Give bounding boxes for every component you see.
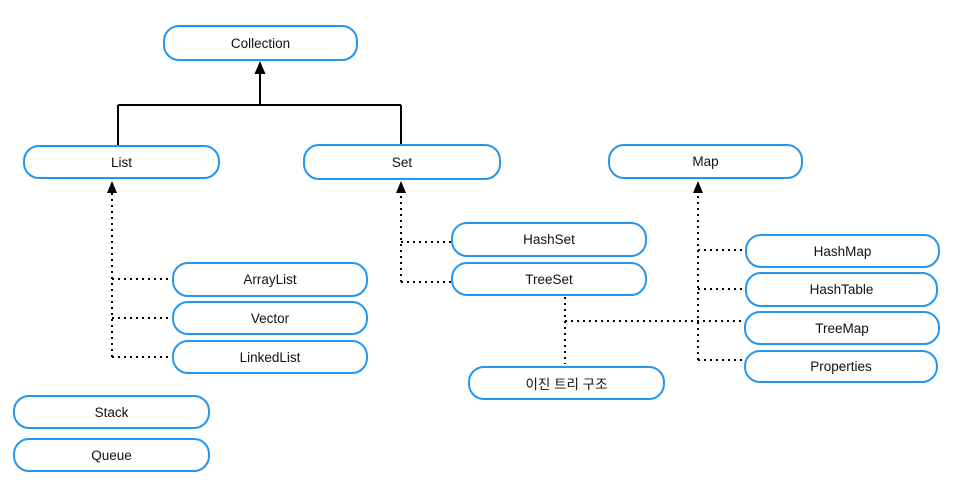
arrow-up-icon xyxy=(254,61,266,74)
node-arraylist[interactable]: ArrayList xyxy=(172,262,368,297)
edge-list-implementations xyxy=(107,181,172,358)
node-properties-label: Properties xyxy=(810,359,872,374)
node-linkedlist[interactable]: LinkedList xyxy=(172,340,368,374)
node-binary-tree-structure[interactable]: 이진 트리 구조 xyxy=(468,366,665,400)
node-hashmap-label: HashMap xyxy=(813,243,872,259)
node-vector[interactable]: Vector xyxy=(172,301,368,335)
node-linkedlist-label: LinkedList xyxy=(239,349,301,365)
node-hashtable[interactable]: HashTable xyxy=(745,272,938,307)
node-set[interactable]: Set xyxy=(303,144,501,180)
node-treemap-label: TreeMap xyxy=(815,320,869,336)
node-queue[interactable]: Queue xyxy=(13,438,210,472)
node-hashtable-label: HashTable xyxy=(809,282,874,297)
node-arraylist-label: ArrayList xyxy=(243,272,297,287)
node-stack-label: Stack xyxy=(94,404,129,420)
node-treemap[interactable]: TreeMap xyxy=(744,311,940,345)
edge-set-implementations xyxy=(396,181,451,283)
node-list[interactable]: List xyxy=(23,145,220,179)
node-map-label: Map xyxy=(692,154,719,169)
node-binary-tree-structure-label: 이진 트리 구조 xyxy=(525,377,608,392)
arrow-up-icon xyxy=(693,181,703,193)
node-vector-label: Vector xyxy=(250,310,290,326)
node-queue-label: Queue xyxy=(91,447,132,463)
node-map[interactable]: Map xyxy=(608,144,803,179)
node-properties[interactable]: Properties xyxy=(744,350,938,383)
node-hashmap[interactable]: HashMap xyxy=(745,234,940,268)
node-treeset-label: TreeSet xyxy=(525,271,573,287)
node-set-label: Set xyxy=(391,154,413,170)
node-collection[interactable]: Collection xyxy=(163,25,358,61)
node-stack[interactable]: Stack xyxy=(13,395,210,429)
edge-collection-children xyxy=(117,61,402,145)
arrow-up-icon xyxy=(396,181,406,193)
node-list-label: List xyxy=(110,154,132,170)
arrow-up-icon xyxy=(107,181,117,193)
node-treeset[interactable]: TreeSet xyxy=(451,262,647,296)
node-hashset-label: HashSet xyxy=(523,232,575,247)
edge-binary-tree xyxy=(564,297,744,364)
edge-map-implementations xyxy=(693,181,745,361)
node-collection-label: Collection xyxy=(230,35,291,51)
node-hashset[interactable]: HashSet xyxy=(451,222,647,257)
